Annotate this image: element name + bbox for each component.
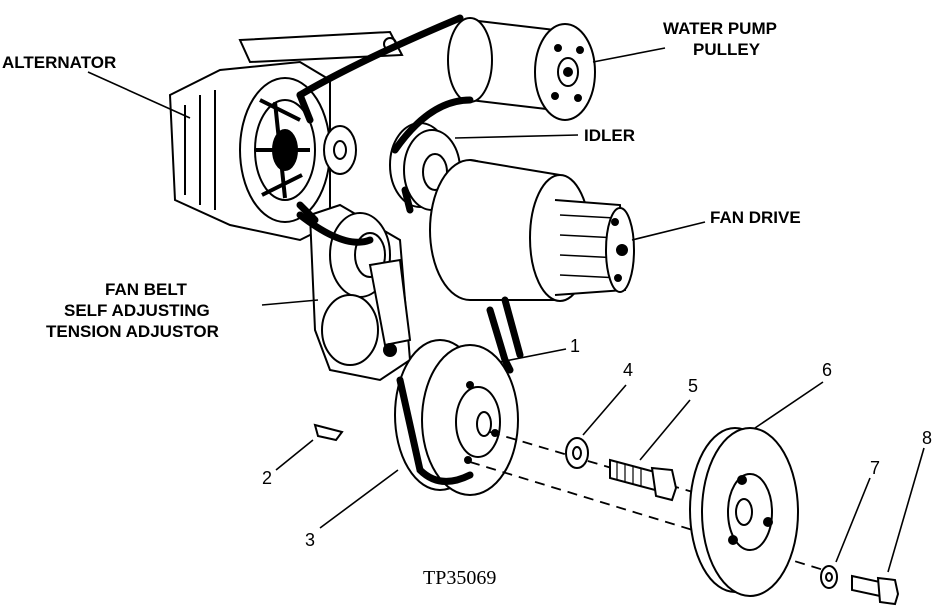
woodruff-key (313, 423, 344, 442)
callout-1: 1 (570, 336, 580, 356)
washer (565, 437, 589, 469)
idler-pulley (389, 122, 461, 211)
callout-3: 3 (305, 530, 315, 550)
callout-2: 2 (262, 468, 272, 488)
fan-drive-label: FAN DRIVE (710, 208, 801, 227)
water-pump-label-line2: PULLEY (693, 40, 761, 59)
fan-drive (429, 159, 635, 302)
figure-id: TP35069 (423, 567, 496, 589)
centerlines (469, 431, 841, 576)
fan-belt (296, 14, 524, 485)
water-pump-pulley (447, 17, 596, 121)
tensioner-label-line3: TENSION ADJUSTOR (46, 322, 219, 341)
damper-pulley (689, 427, 799, 597)
crankshaft-pulley (394, 339, 519, 496)
bolt (609, 458, 678, 502)
callout-8: 8 (922, 428, 932, 448)
leader-lines (87, 47, 925, 573)
water-pump-label-line1: WATER PUMP (663, 19, 777, 38)
callout-5: 5 (688, 376, 698, 396)
callout-6: 6 (822, 360, 832, 380)
callout-7: 7 (870, 458, 880, 478)
cap-screw (851, 574, 900, 606)
alternator-label: ALTERNATOR (2, 53, 116, 72)
alternator (168, 30, 404, 242)
lock-washer (820, 565, 838, 589)
tensioner-label-line1: FAN BELT (105, 280, 187, 299)
idler-label: IDLER (584, 126, 635, 145)
belt-tensioner (308, 203, 412, 382)
callout-4: 4 (623, 360, 633, 380)
tensioner-label-line2: SELF ADJUSTING (64, 301, 210, 320)
